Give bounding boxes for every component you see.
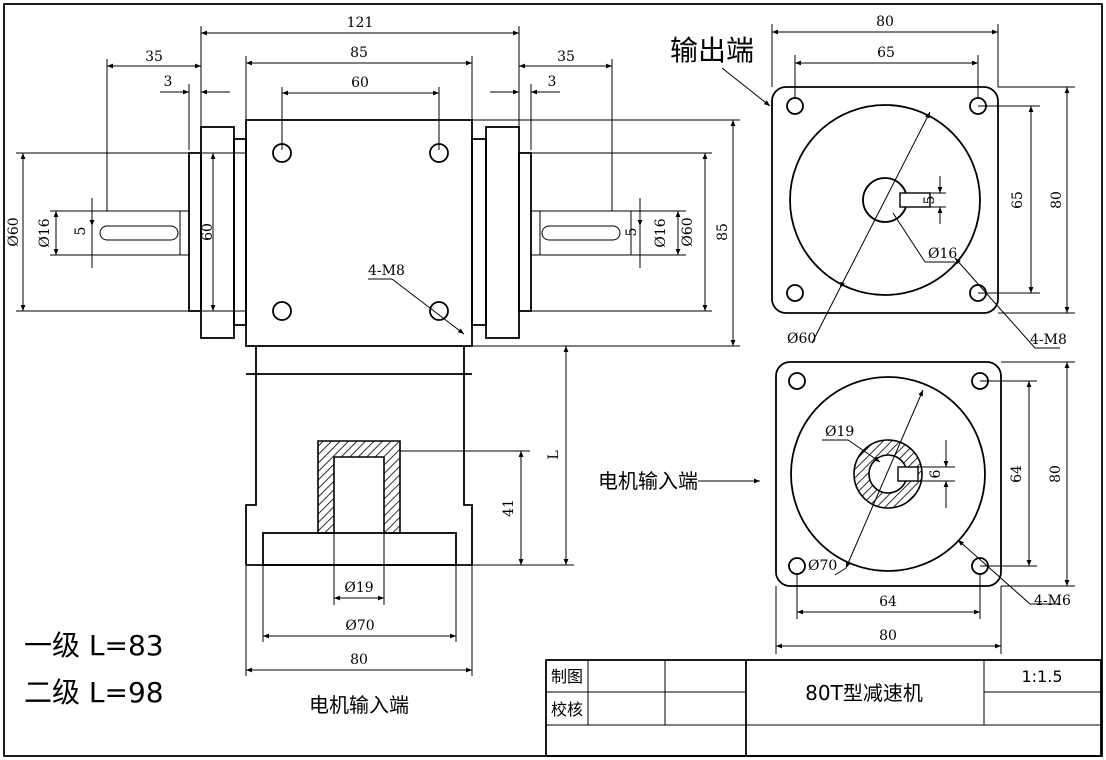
dim-d70-bottom: Ø70 [345, 618, 374, 634]
dim-o60: Ø60 [787, 331, 816, 347]
label-4-m8-front: 4-M8 [368, 263, 405, 279]
dim-d60-left: Ø60 [6, 217, 22, 246]
front-view [91, 119, 632, 605]
label-4-m6: 4-M6 [1034, 593, 1071, 609]
dim-60-top: 60 [351, 75, 369, 91]
left-keyway [99, 225, 179, 241]
dim-o80-top: 80 [876, 14, 894, 30]
right-shaft [530, 210, 632, 256]
dim-3-right: 3 [548, 74, 557, 90]
drawing-title: 80T型减速机 [805, 681, 923, 705]
left-shaft [91, 210, 190, 256]
dim-i19: Ø19 [825, 424, 854, 440]
note-stage-one: 一级 L=83 [24, 629, 164, 662]
dim-o65-top: 65 [877, 45, 895, 61]
label-motor-input-side: 电机输入端 [598, 469, 698, 493]
dim-L: L [546, 450, 562, 459]
dim-d16-right: Ø16 [653, 218, 669, 247]
label-drawn: 制图 [551, 667, 583, 686]
dim-121: 121 [347, 15, 374, 31]
right-flange [485, 126, 520, 339]
front-dimensions: 121 85 60 35 3 35 3 Ø60 [6, 15, 740, 676]
dim-d60-right: Ø60 [680, 217, 696, 246]
dim-41: 41 [501, 499, 517, 517]
dim-60-mid: 60 [200, 223, 216, 241]
drawing-scale: 1:1.5 [1021, 667, 1062, 686]
dim-85-right: 85 [715, 223, 731, 241]
drawing-border [3, 3, 1103, 757]
dim-o65-side: 65 [1010, 191, 1026, 209]
housing-body [245, 119, 473, 347]
dim-3-left: 3 [164, 74, 173, 90]
dim-80-bottom: 80 [350, 652, 368, 668]
label-checked: 校核 [551, 700, 583, 719]
dim-35-left: 35 [145, 49, 163, 65]
title-block: 制图 校核 80T型减速机 1:1.5 [545, 659, 1102, 757]
dim-5-left: 5 [73, 227, 89, 236]
input-flange-view: Ø70 Ø19 6 64 80 4-M6 64 80 电机输入端 [598, 361, 1075, 654]
bolt-hole [429, 301, 449, 321]
dim-i64-side: 64 [1009, 465, 1025, 483]
note-stage-two: 二级 L=98 [24, 676, 164, 709]
dim-i70: Ø70 [808, 558, 837, 574]
motor-flange [262, 532, 457, 566]
dim-i64-bottom: 64 [879, 594, 897, 610]
dim-o16: Ø16 [928, 246, 957, 262]
dim-5-right: 5 [624, 228, 640, 237]
dim-35-right: 35 [557, 49, 575, 65]
right-keyway [541, 225, 621, 241]
bolt-hole [272, 301, 292, 321]
hatched-bore [317, 440, 401, 534]
label-output-end: 输出端 [670, 34, 754, 67]
output-flange-square [771, 86, 999, 314]
dim-i80-side: 80 [1048, 465, 1064, 483]
dim-85-top: 85 [350, 45, 368, 61]
dim-o5: 5 [922, 196, 938, 205]
dim-o80-side: 80 [1049, 191, 1065, 209]
dim-d19-bottom: Ø19 [344, 580, 373, 596]
dim-d16-left: Ø16 [37, 218, 53, 247]
dim-i80-bottom: 80 [879, 628, 897, 644]
input-flange-square [775, 361, 1002, 587]
label-motor-input-bottom: 电机输入端 [309, 693, 409, 717]
output-flange-view: 80 65 65 80 5 Ø16 Ø60 4-M8 输出端 [670, 14, 1075, 349]
dim-i6: 6 [928, 469, 944, 478]
label-4-m8-output: 4-M8 [1030, 332, 1067, 348]
